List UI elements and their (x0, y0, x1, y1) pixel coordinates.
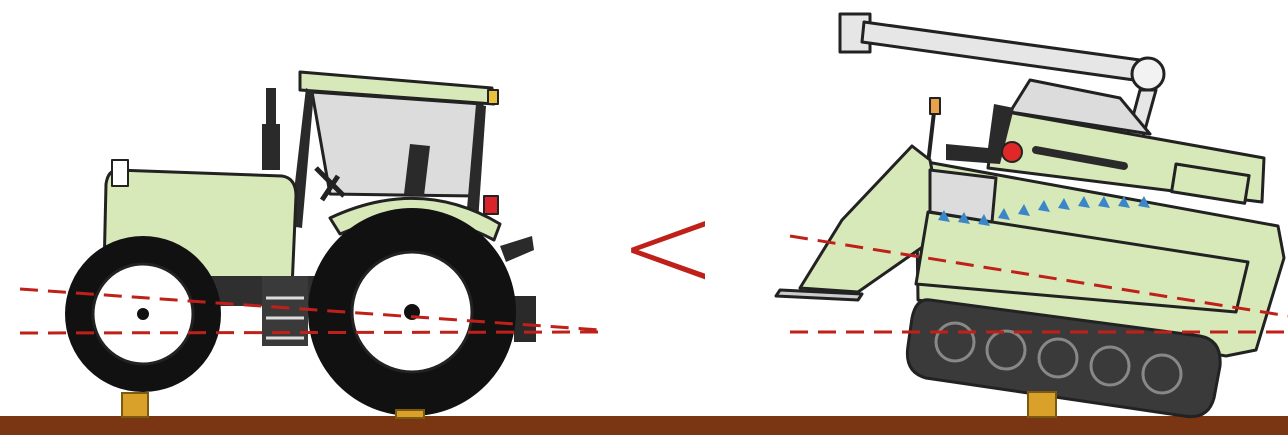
ground-strip (0, 416, 1288, 435)
combine-block (1028, 392, 1056, 417)
tractor-front-wheel (65, 236, 221, 392)
tractor-front-block (122, 393, 148, 417)
tractor-level-line (20, 332, 600, 333)
combine-harvester-icon (776, 14, 1284, 356)
less-than-symbol: < (618, 186, 718, 306)
tractor-rear-block (396, 410, 424, 418)
